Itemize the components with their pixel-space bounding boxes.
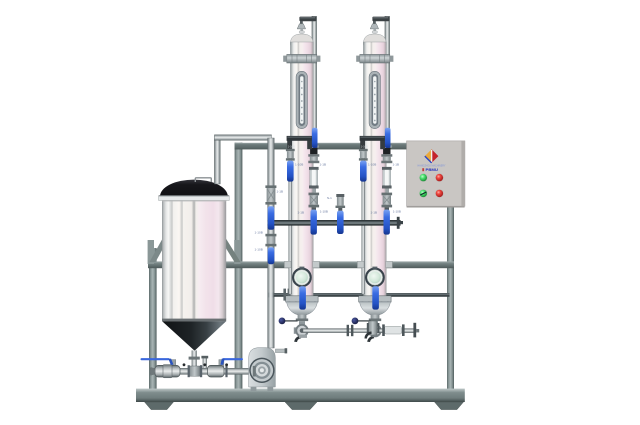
svg-text:PBMU: PBMU xyxy=(426,168,439,172)
svg-text:1-10B: 1-10B xyxy=(255,248,263,252)
svg-text:HANGZHOU MACHINERY: HANGZHOU MACHINERY xyxy=(418,164,446,167)
svg-text:N-1: N-1 xyxy=(327,196,332,200)
svg-text:1-10B: 1-10B xyxy=(255,231,263,235)
svg-text:1-1B: 1-1B xyxy=(277,190,284,194)
